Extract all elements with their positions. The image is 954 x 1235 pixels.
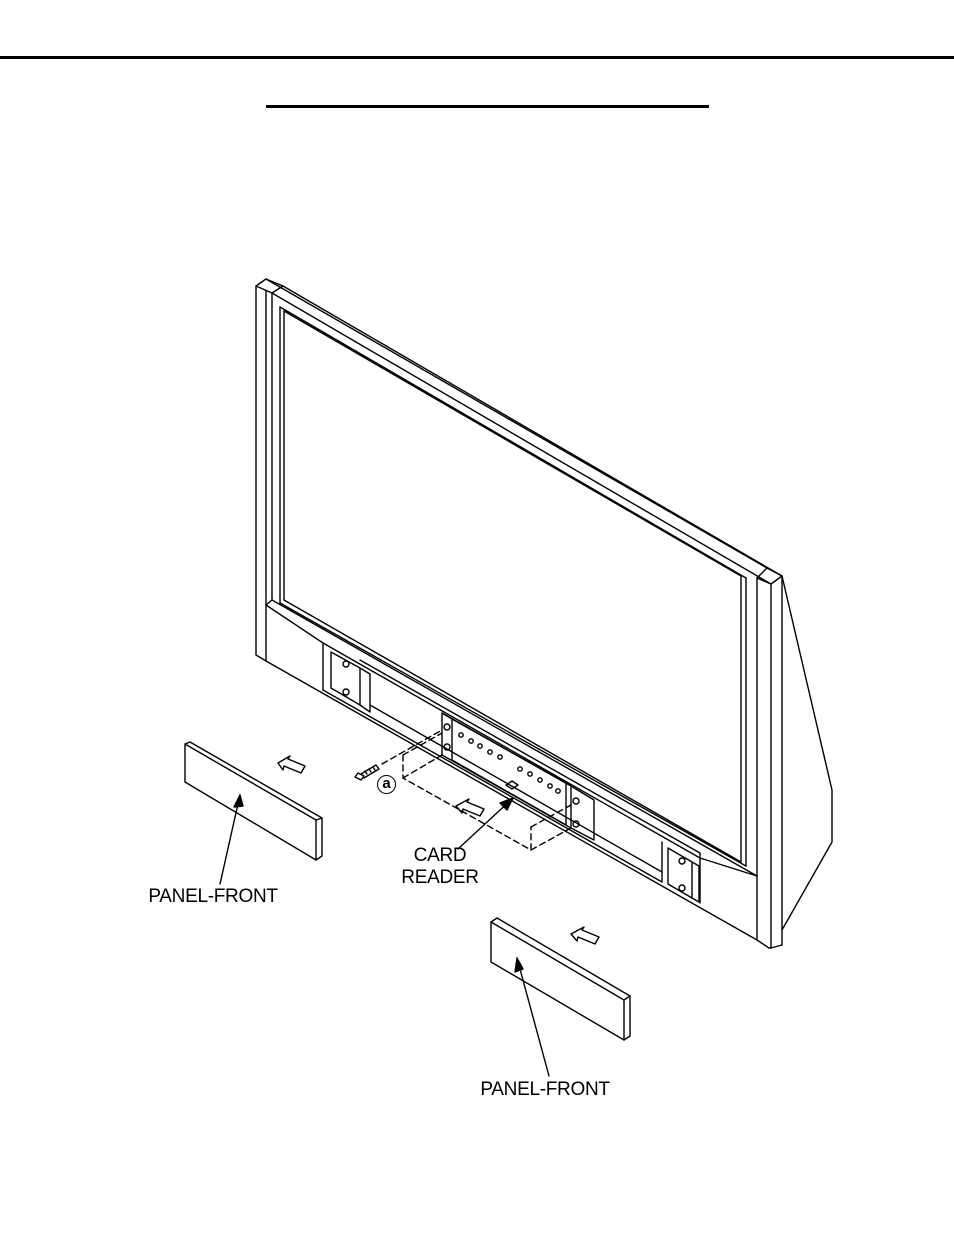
- panel-front-left-label: PANEL-FRONT: [138, 886, 288, 908]
- card-reader-label-line1: CARD: [388, 845, 492, 867]
- card-reader-label: CARD READER: [388, 845, 492, 889]
- right-mounting-bracket: [668, 848, 699, 902]
- card-reader-label-line2: READER: [388, 867, 492, 889]
- panel-front-right-label: PANEL-FRONT: [470, 1079, 620, 1101]
- screw-a: [355, 730, 442, 780]
- left-mounting-bracket: [331, 652, 370, 712]
- card-reader-leader: [458, 798, 513, 849]
- screw-callout: a: [377, 775, 396, 794]
- panel-front-right: [491, 918, 630, 1076]
- tv-cabinet: [256, 279, 832, 948]
- card-reader-unit: [442, 713, 594, 840]
- panel-front-left: [185, 742, 322, 884]
